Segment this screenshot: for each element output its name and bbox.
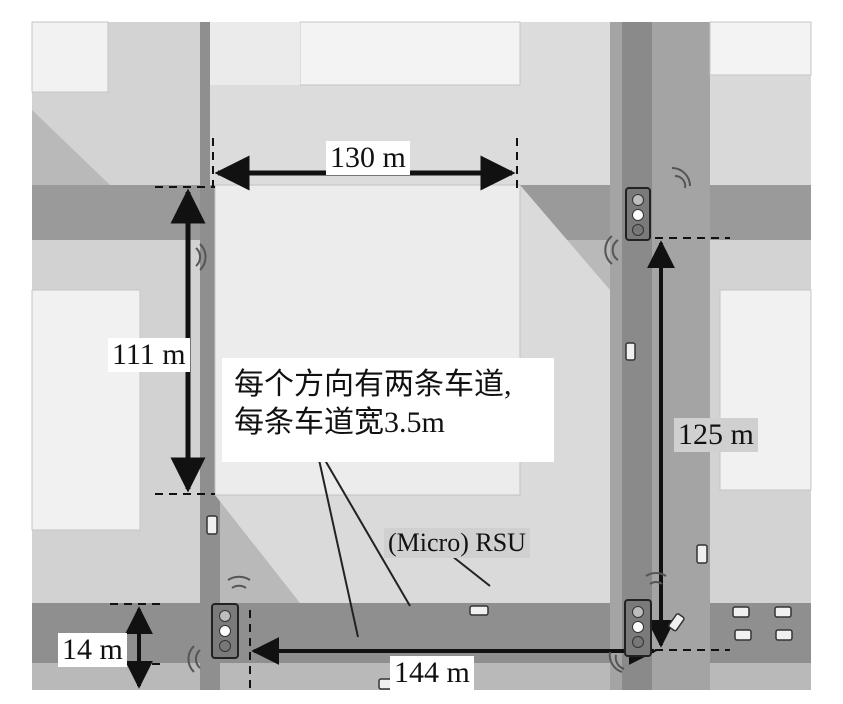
label-111m: 111 m	[108, 338, 190, 372]
callout-line-1	[317, 454, 359, 638]
label-125m: 125 m	[674, 418, 758, 452]
vehicle-icon	[206, 515, 218, 535]
vehicle-icon	[732, 606, 750, 618]
vehicle-icon	[469, 605, 489, 616]
lane-note-line-2: 每条车道宽3.5m	[234, 406, 445, 439]
building-top-middle-roof	[299, 21, 521, 86]
rsu-signal-icon	[645, 571, 667, 585]
callout-line-2	[321, 454, 411, 607]
rsu-signal-icon	[604, 235, 619, 265]
label-14m: 14 m	[58, 633, 127, 667]
building-top-right-roof	[709, 21, 812, 76]
traffic-light-bottom-left	[211, 603, 239, 659]
building-top-middle-roof-left	[210, 22, 300, 85]
rsu-signal-icon	[608, 651, 625, 673]
vehicle-icon	[668, 613, 685, 632]
rsu-signals	[187, 167, 691, 673]
building-mid-right-roof	[719, 289, 812, 491]
rsu-signal-icon	[195, 243, 207, 271]
vehicle-icon	[774, 606, 792, 618]
label-130m: 130 m	[326, 141, 410, 175]
vehicle-icon	[775, 629, 793, 641]
building-mid-left-roof	[31, 289, 141, 531]
traffic-light-bottom-right	[624, 599, 652, 657]
rsu-signal-icon	[671, 167, 691, 189]
rsu-signal-icon	[227, 575, 251, 589]
label-rsu: (Micro) RSU	[384, 528, 530, 558]
lane-note-line-1: 每个方向有两条车道,	[234, 368, 512, 401]
vehicle-icon	[625, 342, 636, 361]
vehicle-icon	[696, 544, 708, 564]
traffic-light-top-right	[625, 187, 651, 241]
vehicle-icon	[734, 629, 752, 641]
label-144m: 144 m	[390, 656, 474, 690]
lane-note-box: 每个方向有两条车道, 每条车道宽3.5m	[222, 358, 554, 462]
callout-line-rsu	[451, 555, 491, 587]
building-top-left-roof	[31, 21, 109, 93]
callout-lines	[317, 454, 491, 638]
rsu-signal-icon	[187, 645, 201, 673]
